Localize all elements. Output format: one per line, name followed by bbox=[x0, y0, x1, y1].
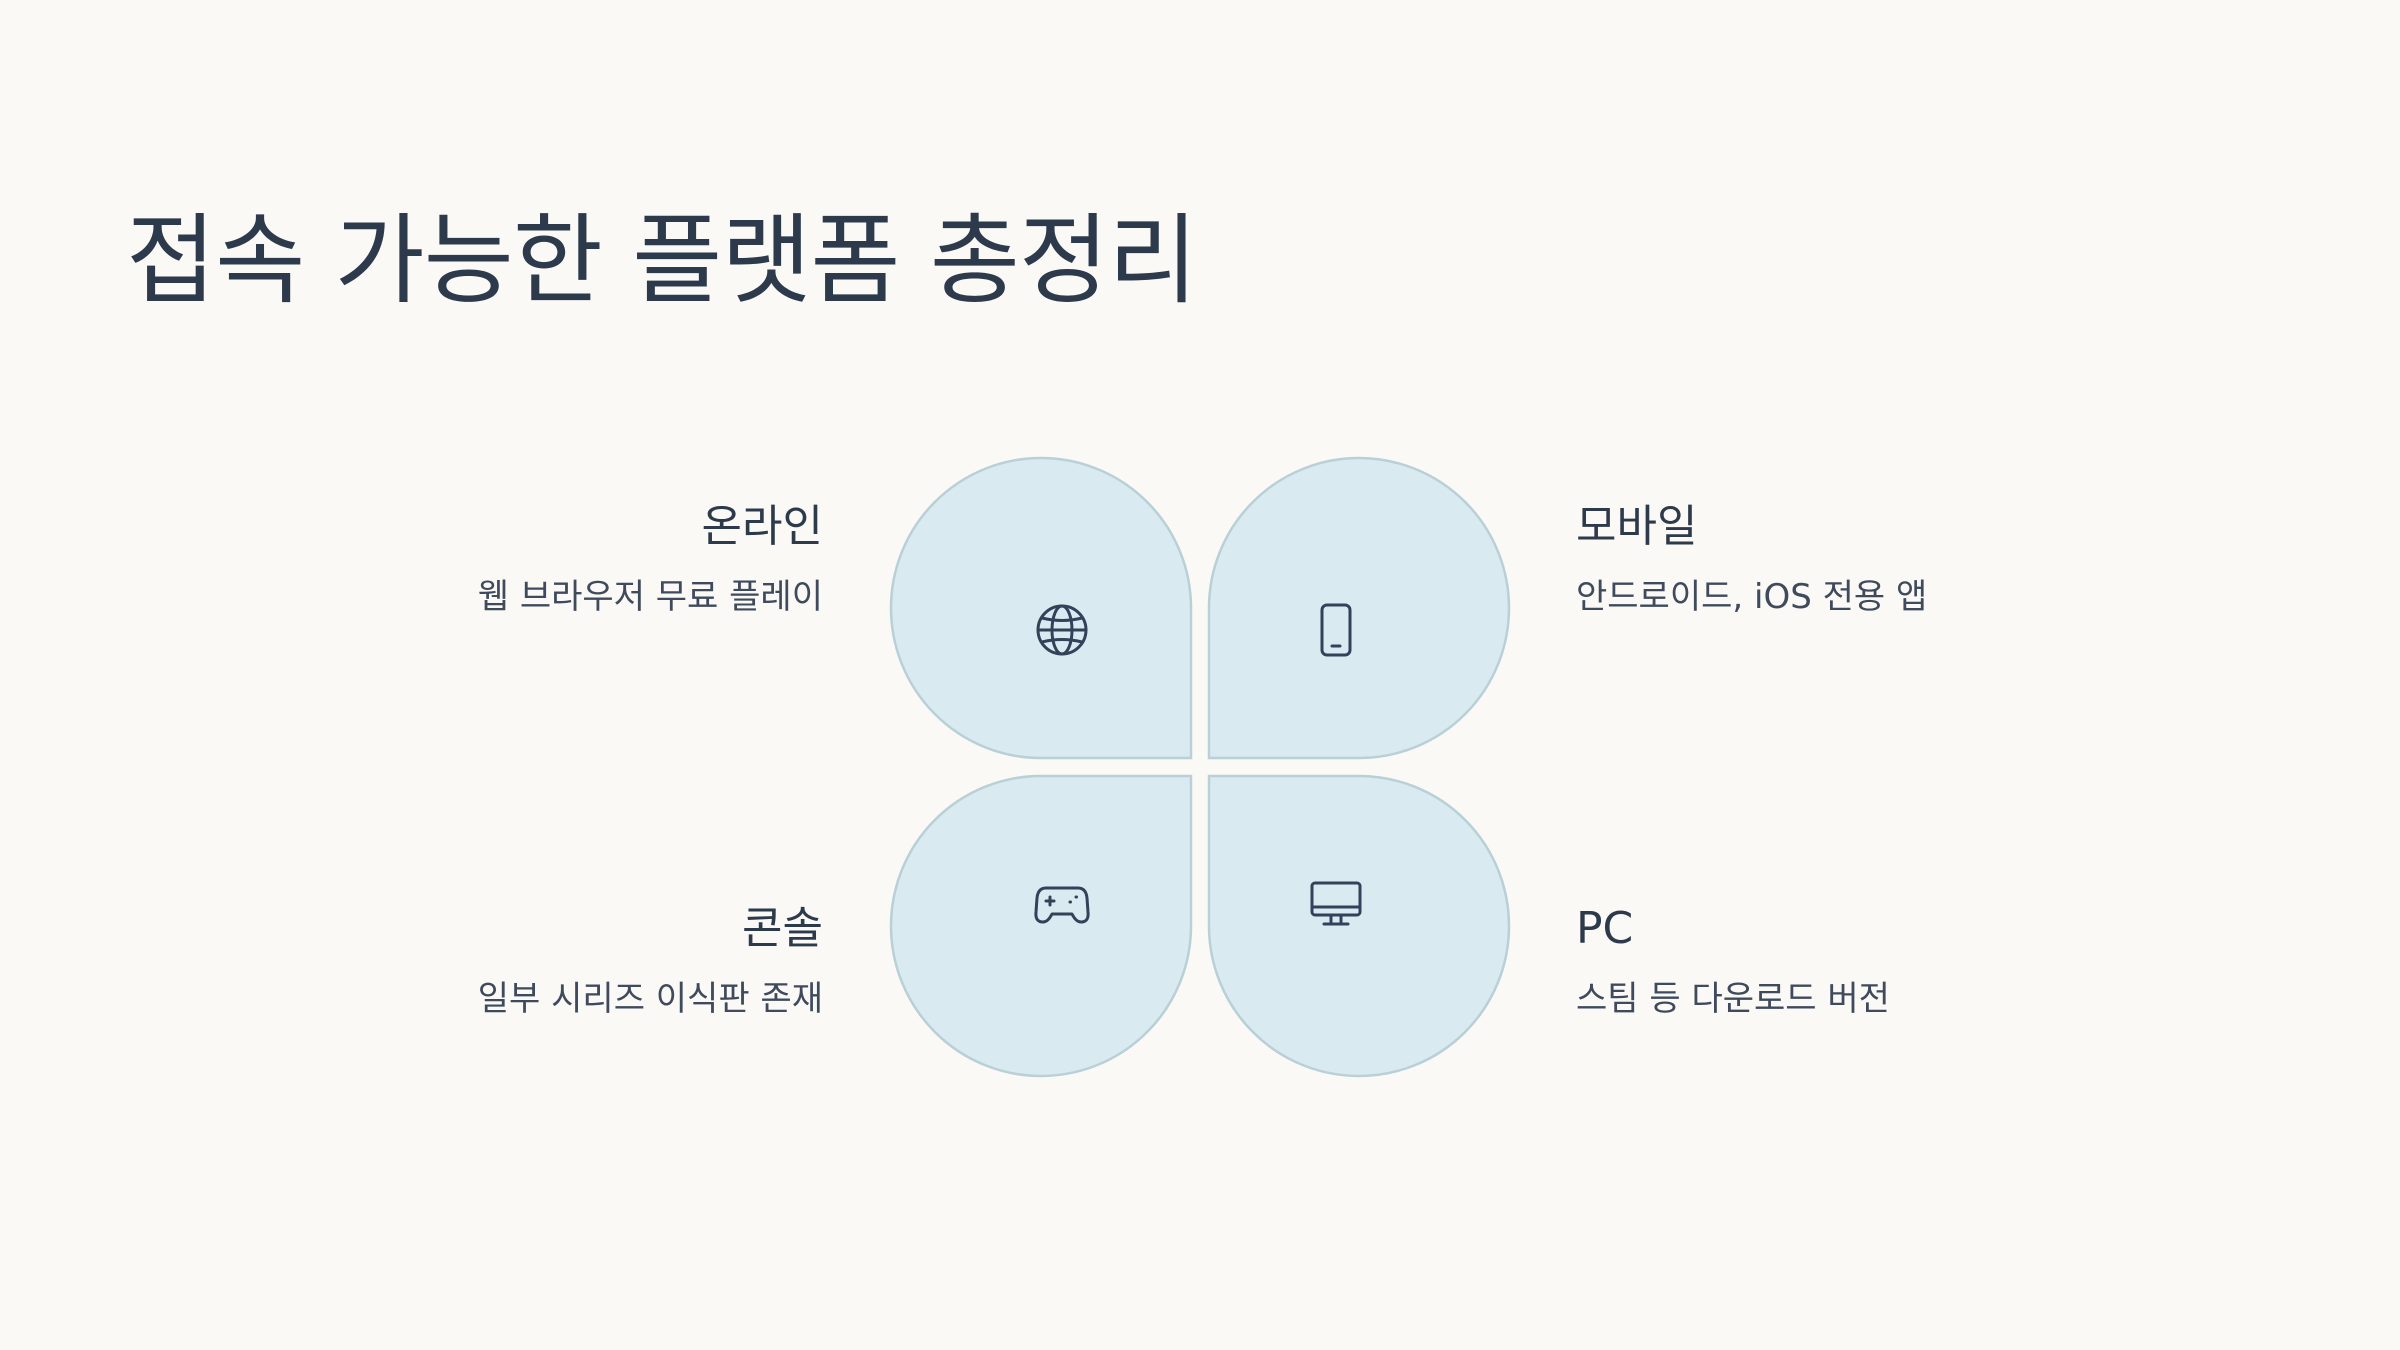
label-pc-title: PC bbox=[1576, 903, 1634, 954]
monitor-icon bbox=[1310, 881, 1362, 926]
label-pc: PC 스팀 등 다운로드 버전 bbox=[1576, 899, 2136, 1023]
label-console-desc: 일부 시리즈 이식판 존재 bbox=[477, 979, 823, 1019]
petal-console bbox=[889, 774, 1193, 1078]
label-online-title: 온라인 bbox=[701, 501, 823, 552]
label-online: 온라인 웹 브라우저 무료 플레이 bbox=[263, 497, 823, 621]
label-online-desc: 웹 브라우저 무료 플레이 bbox=[477, 577, 823, 617]
smartphone-icon bbox=[1320, 603, 1352, 657]
page-title: 접속 가능한 플랫폼 총정리 bbox=[126, 204, 1198, 318]
label-console: 콘솔 일부 시리즈 이식판 존재 bbox=[263, 899, 823, 1023]
label-mobile: 모바일 안드로이드, iOS 전용 앱 bbox=[1576, 497, 2136, 621]
petal-online bbox=[889, 456, 1193, 760]
label-mobile-desc: 안드로이드, iOS 전용 앱 bbox=[1576, 577, 1928, 617]
gamepad-icon bbox=[1034, 886, 1090, 924]
petal-mobile bbox=[1207, 456, 1511, 760]
globe-icon bbox=[1036, 604, 1088, 656]
label-pc-desc: 스팀 등 다운로드 버전 bbox=[1576, 979, 1890, 1019]
label-console-title: 콘솔 bbox=[742, 903, 823, 954]
label-mobile-title: 모바일 bbox=[1576, 501, 1698, 552]
petal-pc bbox=[1207, 774, 1511, 1078]
